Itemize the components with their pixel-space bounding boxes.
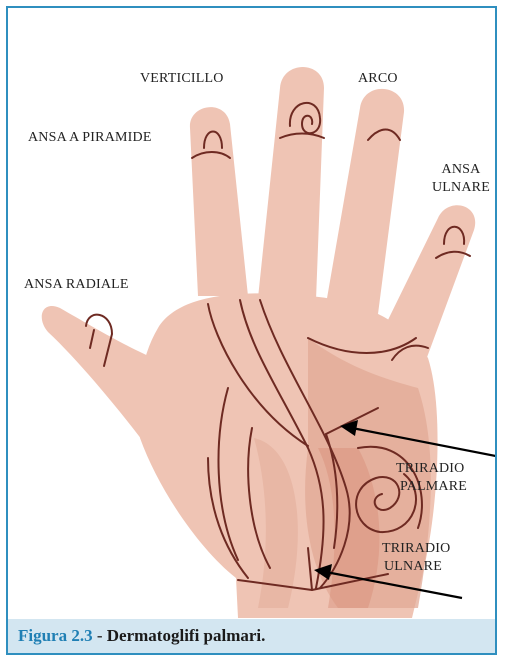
hand-diagram: VERTICILLO ARCO ANSA A PIRAMIDE ANSA ULN…	[8, 8, 495, 618]
label-triradio-palmare: TRIRADIO PALMARE	[396, 460, 467, 496]
label-ansa-ulnare-line1: ANSA	[426, 161, 496, 179]
label-ansa-a-piramide: ANSA A PIRAMIDE	[28, 129, 152, 147]
figure-caption: Figura 2.3 - Dermatoglifi palmari.	[8, 619, 495, 653]
label-triradio-ulnare: TRIRADIO ULNARE	[382, 540, 450, 576]
hand-illustration	[8, 8, 495, 618]
middle-finger	[258, 67, 324, 300]
label-arco: ARCO	[358, 70, 398, 88]
label-verticillo: VERTICILLO	[140, 70, 224, 88]
ring-finger	[326, 89, 404, 314]
label-triradio-palmare-line2: PALMARE	[396, 478, 467, 496]
label-triradio-ulnare-line2: ULNARE	[382, 558, 450, 576]
label-ansa-ulnare: ANSA ULNARE	[426, 161, 496, 197]
label-ansa-ulnare-line2: ULNARE	[426, 179, 496, 197]
label-triradio-ulnare-line1: TRIRADIO	[382, 540, 450, 558]
caption-number: Figura 2.3	[18, 626, 93, 645]
caption-text: Dermatoglifi palmari.	[107, 626, 266, 645]
label-ansa-radiale: ANSA RADIALE	[24, 276, 129, 294]
label-triradio-palmare-line1: TRIRADIO	[396, 460, 467, 478]
caption-separator: -	[93, 626, 107, 645]
figure-frame: VERTICILLO ARCO ANSA A PIRAMIDE ANSA ULN…	[6, 6, 497, 655]
